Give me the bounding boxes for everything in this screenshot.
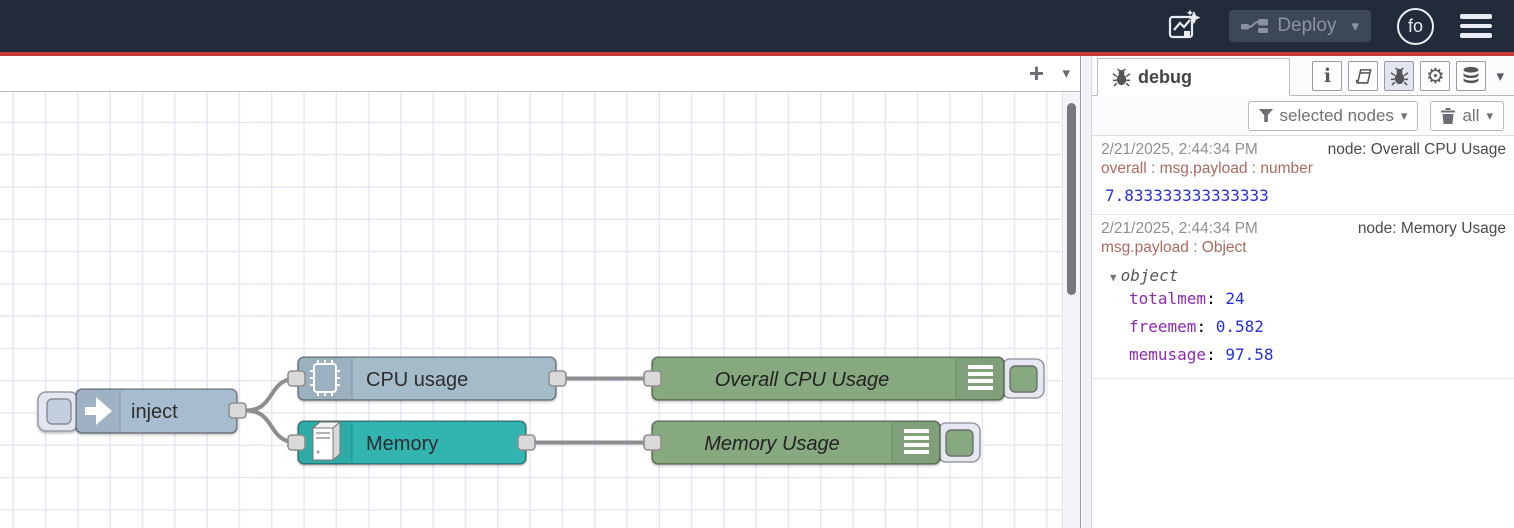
deploy-label: Deploy — [1277, 15, 1337, 36]
bug-icon — [1112, 67, 1131, 87]
debug-cpu-node-label: Overall CPU Usage — [715, 369, 890, 391]
field-key: freemem — [1129, 317, 1197, 336]
debug-filter-button[interactable]: selected nodes ▾ — [1247, 100, 1419, 131]
memory-output-port[interactable] — [517, 434, 536, 451]
message-node-name[interactable]: node: Memory Usage — [1357, 220, 1506, 237]
info-icon: i — [1323, 65, 1332, 87]
field-value: 0.582 — [1215, 317, 1264, 336]
info-tab-button[interactable]: i — [1312, 61, 1343, 91]
debug-cpu-toggle-button[interactable] — [1009, 365, 1038, 393]
message-value: 7.833333333333333 — [1105, 186, 1269, 205]
add-flow-button[interactable]: + — [1028, 58, 1044, 88]
debug-cpu-input-port[interactable] — [643, 370, 662, 387]
object-label: object — [1120, 266, 1179, 285]
sidebar-tab-bar: debug i — [1092, 56, 1514, 96]
deploy-button[interactable]: Deploy ▾ — [1229, 10, 1371, 42]
debug-memory-node-label: Memory Usage — [704, 433, 840, 455]
sidebar-tools: i — [1312, 61, 1514, 95]
debug-message: 2/21/2025, 2:44:34 PM node: Memory Usage… — [1092, 215, 1514, 379]
memory-node-label: Memory — [366, 433, 438, 455]
inject-output-port[interactable] — [228, 402, 247, 419]
message-timestamp: 2/21/2025, 2:44:34 PM — [1101, 141, 1258, 158]
header-accent-line — [0, 52, 1514, 56]
debug-tab-label: debug — [1138, 66, 1192, 87]
flow-tab-bar: + ▾ — [0, 56, 1080, 92]
inject-arrow-icon — [85, 397, 112, 425]
inject-node-label: inject — [131, 401, 178, 423]
debug-memory-input-port[interactable] — [643, 434, 662, 451]
book-icon — [1356, 69, 1373, 84]
user-avatar[interactable]: fo — [1397, 7, 1434, 45]
workspace: + ▾ — [0, 56, 1081, 528]
flow-sparkle-icon — [1169, 9, 1201, 39]
bug-icon — [1390, 66, 1409, 86]
database-icon — [1463, 66, 1479, 84]
sidebar-splitter[interactable] — [1082, 56, 1092, 528]
filter-funnel-icon — [1258, 109, 1273, 122]
debug-clear-button[interactable]: all ▾ — [1430, 100, 1504, 131]
field-value: 97.58 — [1225, 345, 1274, 364]
filter-label: selected nodes — [1279, 105, 1394, 125]
server-tower-icon — [311, 420, 342, 462]
flow-canvas[interactable]: inject CPU usage — [0, 92, 1080, 528]
cpu-node-label: CPU usage — [366, 369, 468, 391]
deploy-nodes-icon — [1241, 19, 1269, 33]
message-property: msg.payload : Object — [1101, 239, 1247, 256]
debug-list-icon — [968, 365, 993, 390]
trash-icon — [1441, 107, 1456, 124]
message-node-name[interactable]: node: Overall CPU Usage — [1327, 141, 1506, 158]
hamburger-icon — [1460, 14, 1492, 19]
inject-node[interactable]: inject — [37, 388, 238, 434]
sidebar-options-caret-icon[interactable]: ▾ — [1496, 68, 1504, 85]
deploy-options-caret-icon[interactable]: ▾ — [1351, 18, 1359, 35]
debug-sidebar: debug i — [1092, 56, 1514, 528]
tab-debug[interactable]: debug — [1097, 58, 1290, 96]
main-menu-button[interactable] — [1460, 14, 1492, 38]
debug-list-icon — [904, 429, 929, 454]
flow-assistant-button[interactable] — [1165, 7, 1203, 45]
object-field-row: memusage: 97.58 — [1129, 345, 1274, 364]
field-key: memusage — [1129, 345, 1207, 364]
collapse-caret-icon[interactable]: ▼ — [1110, 271, 1117, 284]
avatar-label: fo — [1407, 15, 1423, 36]
filter-caret-icon: ▾ — [1400, 107, 1408, 123]
field-value: 24 — [1225, 289, 1245, 308]
memory-node[interactable]: Memory — [297, 420, 527, 465]
message-timestamp: 2/21/2025, 2:44:34 PM — [1101, 220, 1258, 237]
cpu-chip-icon — [310, 360, 340, 396]
context-data-tab-button[interactable] — [1456, 61, 1487, 91]
debug-memory-node[interactable]: Memory Usage — [651, 420, 981, 465]
object-field-row: totalmem: 24 — [1129, 289, 1245, 308]
object-expand-header[interactable]: ▼object — [1101, 266, 1506, 285]
gear-icon: ⚙ — [1426, 64, 1445, 88]
flow-list-caret-icon[interactable]: ▾ — [1062, 65, 1070, 82]
clear-label: all — [1462, 105, 1480, 125]
memory-input-port[interactable] — [287, 434, 306, 451]
header-bar: Deploy ▾ fo — [0, 0, 1514, 52]
debug-toolbar: selected nodes ▾ all ▾ — [1092, 96, 1514, 136]
help-tab-button[interactable] — [1348, 61, 1379, 91]
field-key: totalmem — [1129, 289, 1207, 308]
canvas-scrollbar-thumb[interactable] — [1067, 103, 1076, 295]
inject-trigger-button[interactable] — [46, 398, 72, 425]
config-nodes-tab-button[interactable]: ⚙ — [1420, 61, 1451, 91]
clear-caret-icon: ▾ — [1486, 107, 1493, 123]
message-property: overall : msg.payload : number — [1101, 160, 1313, 177]
flow-graph: inject CPU usage — [37, 356, 1045, 465]
debug-memory-toggle-button[interactable] — [945, 429, 974, 457]
debug-message: 2/21/2025, 2:44:34 PM node: Overall CPU … — [1092, 136, 1514, 215]
debug-message-list: 2/21/2025, 2:44:34 PM node: Overall CPU … — [1092, 136, 1514, 379]
debug-cpu-node[interactable]: Overall CPU Usage — [651, 356, 1045, 401]
cpu-output-port[interactable] — [548, 370, 567, 387]
object-field-row: freemem: 0.582 — [1129, 317, 1264, 336]
cpu-input-port[interactable] — [287, 370, 306, 387]
canvas-scrollbar-track[interactable] — [1062, 92, 1080, 528]
debug-tab-button[interactable] — [1384, 61, 1415, 91]
cpu-usage-node[interactable]: CPU usage — [297, 356, 557, 401]
